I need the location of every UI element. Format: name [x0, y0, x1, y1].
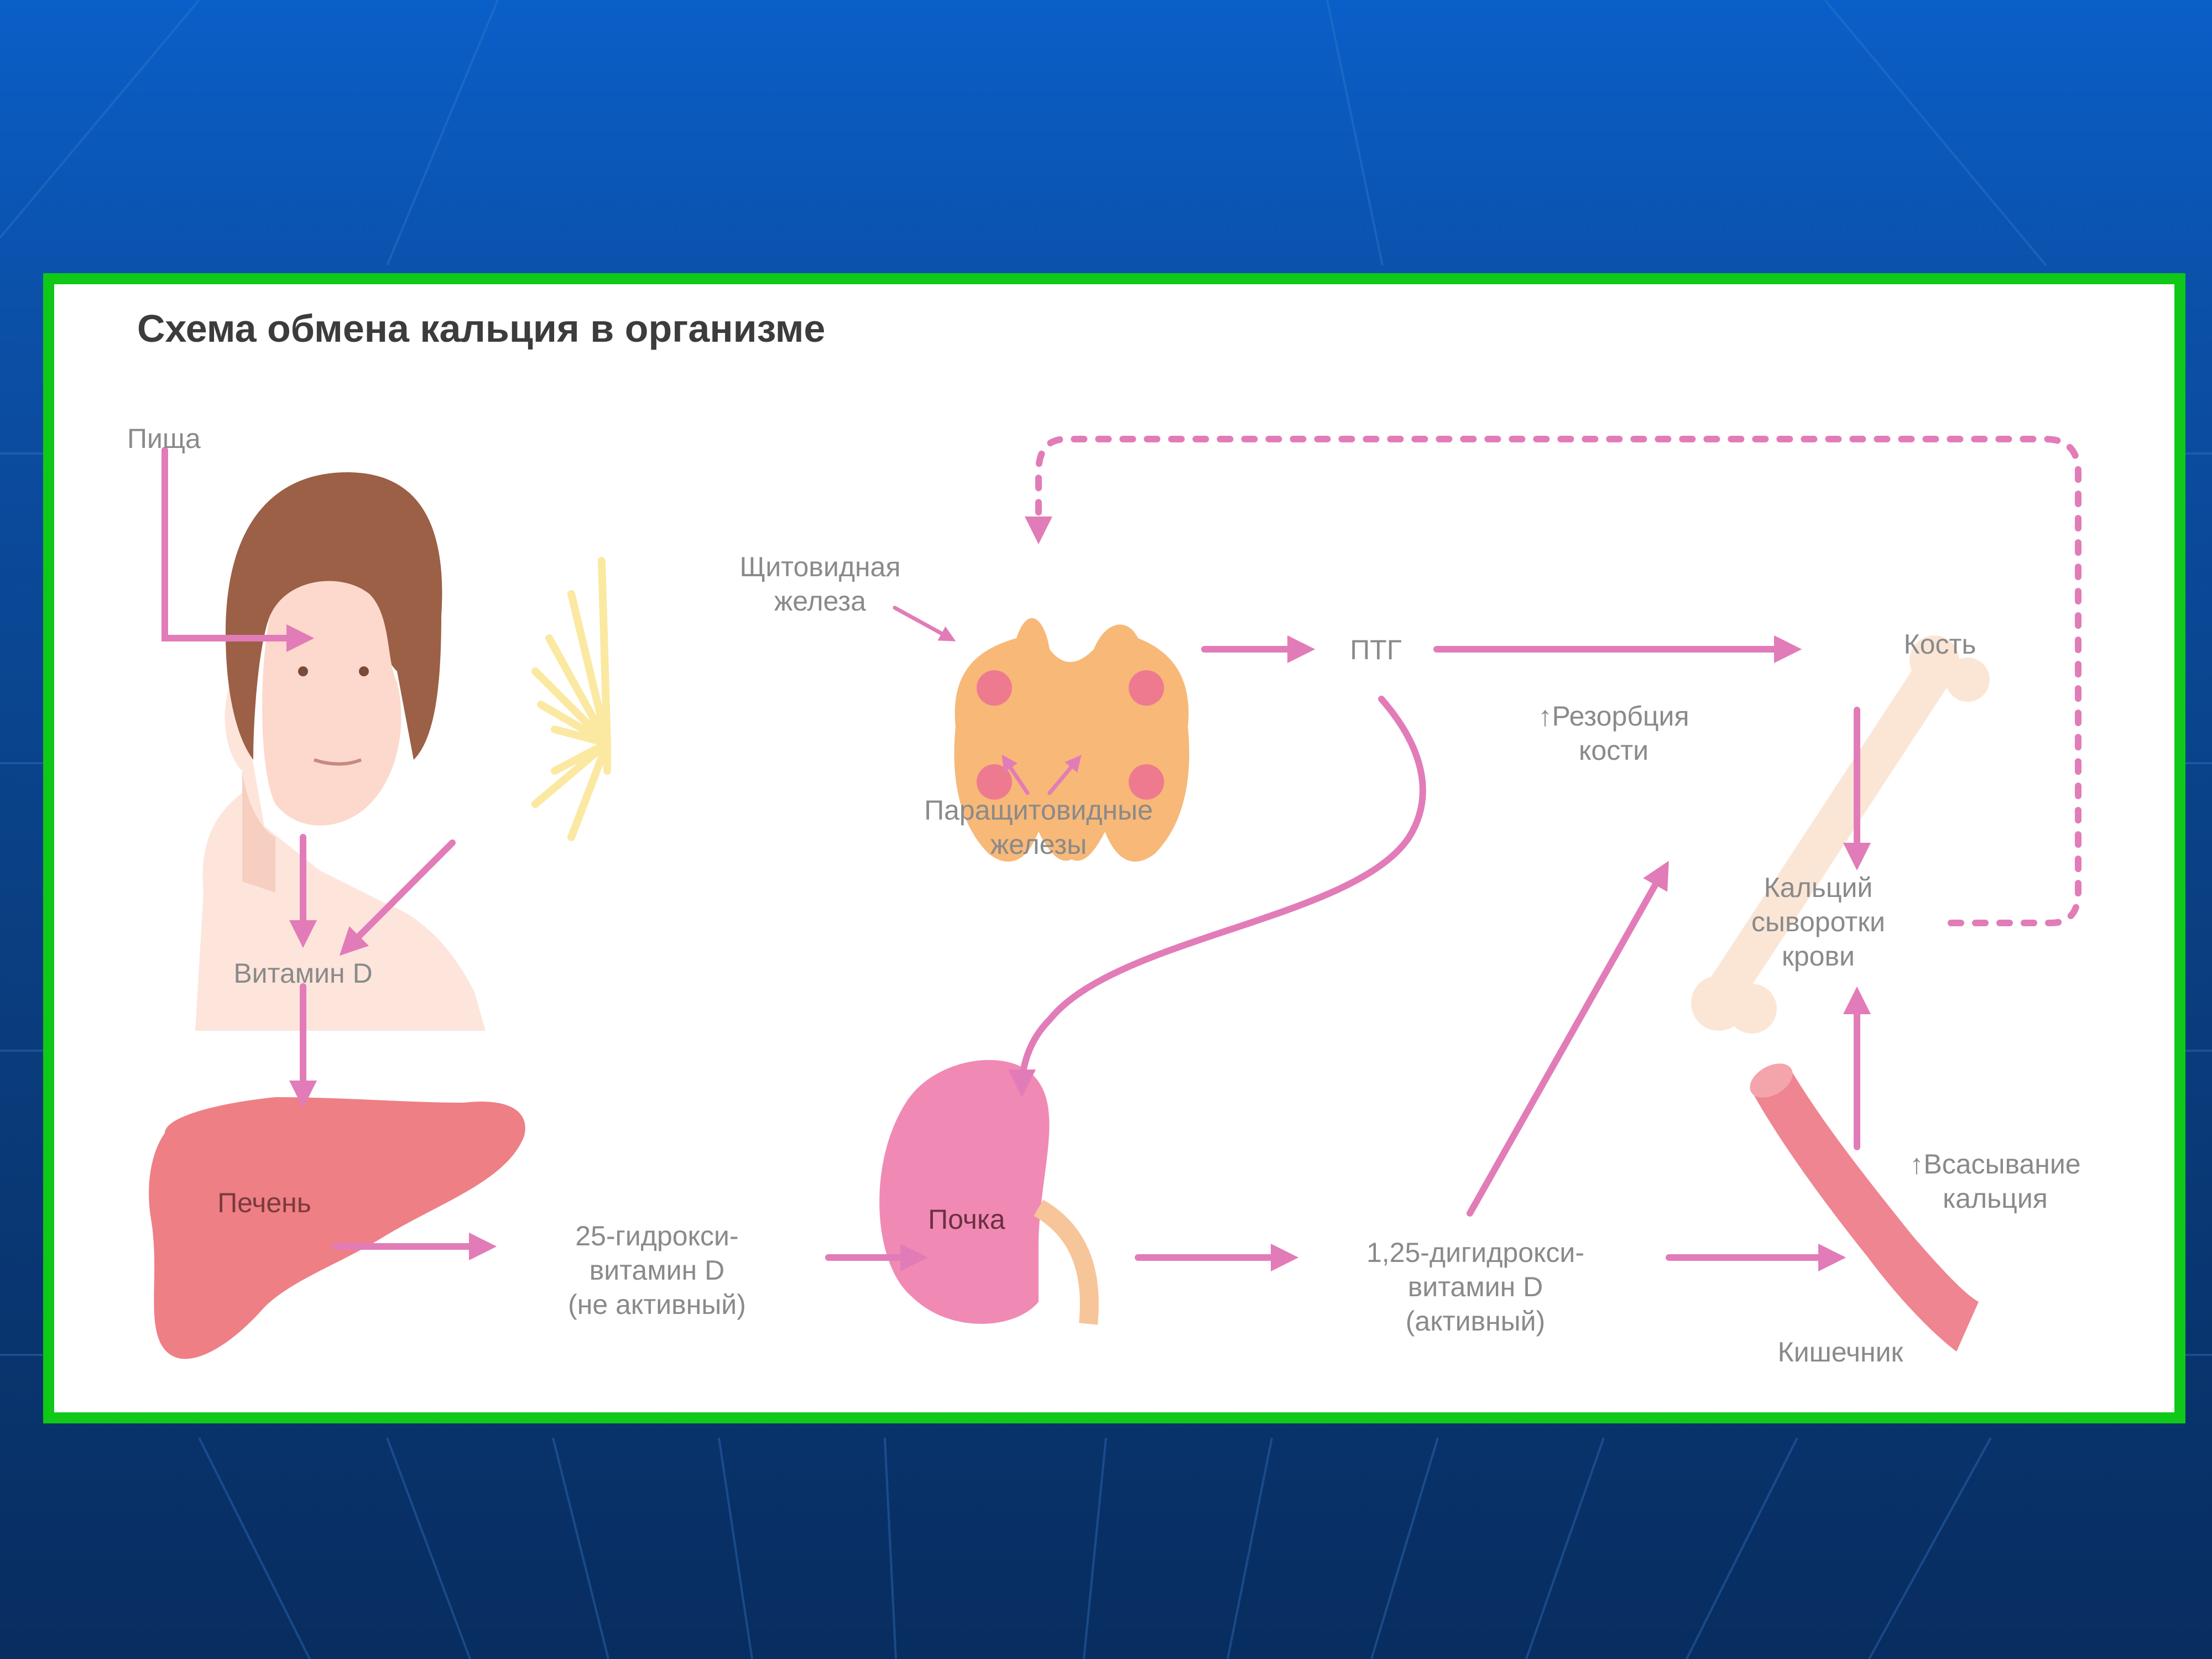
diagram-title: Схема обмена кальция в организме — [137, 307, 826, 350]
label-bone: Кость — [1903, 629, 1976, 660]
label-vitamin-d: Витамин D — [233, 958, 373, 989]
label-thyroid-gland: Щитовидная железа — [739, 551, 901, 617]
sun-icon — [531, 557, 611, 841]
thyroid-illustration — [954, 618, 1190, 862]
arrow-125oh-to-bone — [1467, 860, 1669, 1217]
calcium-diagram — [149, 436, 2081, 1359]
arrow-pointer-parathyroid-left — [1001, 754, 1030, 795]
diagram-frame: Схема обмена кальция в организме — [43, 273, 2185, 1423]
label-serum-calcium: Кальций сыворотки крови — [1751, 872, 1885, 972]
label-calcium-absorption: ↑Всасывание кальция — [1910, 1149, 2081, 1214]
kidney-illustration — [879, 1060, 1099, 1325]
label-intestine: Кишечник — [1777, 1337, 1903, 1368]
label-food: Пища — [127, 423, 201, 454]
label-parathyroid-glands: Паращитовидные железы — [924, 795, 1153, 860]
label-pth: ПТГ — [1350, 634, 1402, 665]
label-25-hydroxy-vitamin-d: 25-гидрокси- витамин D (не активный) — [568, 1220, 746, 1320]
arrow-food-to-face — [161, 447, 315, 653]
label-kidney: Почка — [928, 1204, 1005, 1235]
bone-illustration — [1691, 635, 1990, 1034]
arrow-skin-to-vitamin-d — [339, 839, 456, 956]
label-bone-resorption: ↑Резорбция кости — [1538, 701, 1689, 766]
label-125-dihydroxy-vitamin-d: 1,25-дигидрокси- витамин D (активный) — [1366, 1237, 1585, 1337]
arrow-pointer-thyroid-label — [893, 606, 956, 641]
intestine-illustration — [1750, 1063, 1979, 1352]
liver-illustration — [149, 1097, 525, 1359]
arrow-pointer-parathyroid-right — [1047, 754, 1082, 795]
label-liver: Печень — [217, 1187, 311, 1218]
arrow-pth-to-kidney — [1008, 696, 1426, 1098]
woman-head-illustration — [195, 472, 486, 1031]
arrow-serum-feedback-dashed — [1024, 436, 2081, 926]
